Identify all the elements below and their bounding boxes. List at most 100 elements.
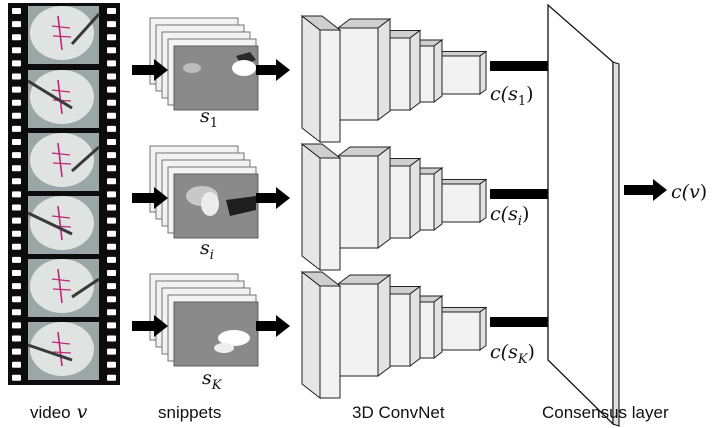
input-slab-top <box>300 15 342 31</box>
sprocket-hole <box>107 270 116 276</box>
conv-layer-4-side <box>479 178 487 223</box>
sprocket-hole <box>12 322 21 329</box>
convnet-to-consensus-arrow-shaft <box>490 317 566 327</box>
snippet-label-k: sK <box>202 367 223 393</box>
sprocket-hole <box>107 47 116 54</box>
snippet-label-i: si <box>200 237 214 263</box>
consensus-output-arrow-head <box>653 179 667 201</box>
conv-layer-1-side <box>377 18 391 121</box>
sprocket-hole <box>12 152 21 159</box>
motion-blob <box>183 63 201 73</box>
sprocket-hole <box>12 99 21 106</box>
sprocket-hole <box>12 34 21 41</box>
motion-blob <box>226 196 256 216</box>
sprocket-hole <box>12 335 21 342</box>
consensus-layer-plane <box>547 3 620 427</box>
caption-convnet: 3D ConvNet <box>352 403 445 422</box>
suture-line <box>57 15 63 51</box>
snippet-to-convnet-arrow-head <box>276 187 290 209</box>
snippet-to-convnet-arrow-head <box>276 59 290 81</box>
sprocket-hole <box>107 309 116 316</box>
video-to-snippet-arrow-shaft <box>132 193 154 203</box>
conv-layer-2-side <box>409 29 421 111</box>
sprocket-hole <box>107 296 116 303</box>
input-slab-top <box>300 143 342 159</box>
sprocket-hole <box>12 60 21 67</box>
input-slab-top <box>300 271 342 287</box>
sprocket-hole <box>12 309 21 316</box>
sprocket-hole <box>107 361 116 368</box>
snippet-stack-k <box>149 273 259 367</box>
suture-line <box>57 268 63 304</box>
instrument <box>70 12 101 46</box>
conv-layer-2-side <box>409 157 421 239</box>
sprocket-hole <box>12 139 21 145</box>
motion-blob <box>214 343 234 353</box>
input-slab-front <box>319 285 341 399</box>
video-to-snippet-arrow-head <box>154 187 168 209</box>
input-slab-side <box>301 142 321 272</box>
video-frame <box>27 70 99 128</box>
sprocket-hole <box>107 73 116 80</box>
snippet-to-convnet-arrow-shaft <box>256 321 276 331</box>
sprocket-hole <box>107 152 116 159</box>
suture-line <box>57 331 63 367</box>
sprocket-hole <box>12 283 21 290</box>
convnet-block-i <box>300 142 488 272</box>
suture-line <box>51 278 71 282</box>
snippet-to-convnet-arrow-head <box>276 315 290 337</box>
sprocket-hole <box>12 73 21 80</box>
sprocket-hole <box>107 178 116 185</box>
sprocket-hole <box>12 256 21 263</box>
video-to-snippet-arrow-shaft <box>132 321 154 331</box>
sprocket-hole <box>107 99 116 106</box>
sprocket-hole <box>12 21 21 28</box>
suture-line <box>57 79 63 115</box>
suture-line <box>51 215 71 219</box>
sprocket-hole <box>107 165 116 172</box>
sprocket-hole <box>107 139 116 145</box>
instrument <box>27 79 73 110</box>
snippet-stack-1 <box>149 17 259 111</box>
final-output-label: c(v) <box>671 181 707 203</box>
instrument <box>27 211 73 236</box>
consensus-output-arrow-shaft <box>624 185 653 195</box>
sprocket-hole <box>107 21 116 28</box>
suture-line <box>51 152 71 156</box>
sprocket-hole <box>107 243 116 250</box>
sprocket-hole <box>12 296 21 303</box>
conv-layer-1-front <box>337 283 379 377</box>
sprocket-hole <box>12 243 21 250</box>
tissue-pad <box>30 6 94 60</box>
video-frame <box>28 259 100 317</box>
sprocket-hole <box>107 374 116 381</box>
suture-line <box>52 351 72 354</box>
tissue-pad <box>30 196 94 250</box>
sprocket-hole <box>107 8 116 14</box>
suture-line <box>51 89 71 93</box>
sprocket-hole <box>107 191 116 198</box>
video-frame <box>27 196 99 254</box>
sprocket-hole <box>107 204 116 211</box>
conv-layer-3-side <box>433 39 443 103</box>
convnet-to-consensus-arrow-shaft <box>490 61 566 71</box>
input-slab-side <box>301 270 321 400</box>
sprocket-hole <box>12 374 21 381</box>
suture-line <box>52 162 72 165</box>
suture-line <box>51 341 71 345</box>
sprocket-hole <box>12 204 21 211</box>
sprocket-hole <box>12 125 21 132</box>
sprocket-hole <box>12 86 21 93</box>
conv-layer-3-side <box>433 295 443 359</box>
convnet-block-k <box>300 270 488 400</box>
output-label-1: c(s1) <box>490 83 534 109</box>
conv-layer-1-front <box>337 155 379 249</box>
convnet-block-1 <box>300 14 488 144</box>
tissue-pad <box>30 322 94 376</box>
video-film-strip <box>8 3 120 385</box>
sprocket-hole <box>12 230 21 237</box>
input-slab-side <box>301 14 321 144</box>
convnet-to-consensus-arrow-shaft <box>490 189 566 199</box>
sprocket-hole <box>107 125 116 132</box>
